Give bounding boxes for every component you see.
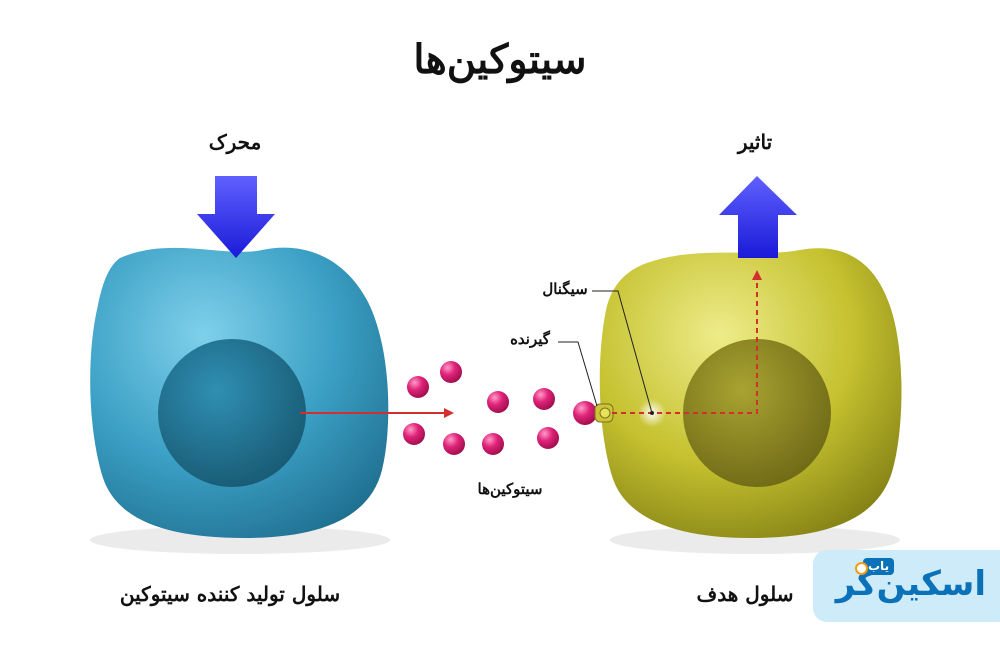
- cytokine-ball: [440, 361, 462, 383]
- page-title: سیتوکین‌ها: [413, 36, 587, 83]
- stimulus-arrow-icon: [197, 176, 275, 258]
- bound-cytokine: [573, 401, 597, 425]
- cytokine-ball: [487, 391, 509, 413]
- target-cell-caption: سلول هدف: [696, 582, 794, 606]
- cytokine-ball: [482, 433, 504, 455]
- signal-leader-line: [592, 290, 653, 414]
- cytokine-ball: [443, 433, 465, 455]
- receptor: [594, 403, 614, 423]
- cytokine-ball: [537, 427, 559, 449]
- signal-leader-dot: [650, 411, 654, 415]
- producer-cell-caption: سلول تولید کننده سیتوکین: [119, 582, 341, 606]
- receptor-leader-line: [558, 341, 598, 407]
- receptor-label: گیرنده: [510, 330, 550, 348]
- logo-dot-icon: [855, 562, 868, 575]
- producer-nucleus: [158, 339, 306, 487]
- signal-label: سیگنال: [542, 280, 588, 298]
- target-cell-shadow: [610, 526, 900, 554]
- cytokine-ball: [533, 388, 555, 410]
- effect-arrow-icon: [719, 176, 797, 258]
- stimulus-label: محرک: [208, 130, 262, 154]
- site-logo: اسکین‌کر یاب: [813, 550, 1000, 622]
- cytokine-ball: [407, 376, 429, 398]
- effect-label: تاثیر: [737, 130, 773, 154]
- cytokine-ball: [403, 423, 425, 445]
- cytokine-cluster: [403, 361, 559, 455]
- logo-badge: یاب: [863, 558, 895, 575]
- signal-pathway: [612, 270, 762, 414]
- cytokines-label: سیتوکین‌ها: [477, 480, 543, 498]
- producer-cell-shadow: [90, 526, 390, 554]
